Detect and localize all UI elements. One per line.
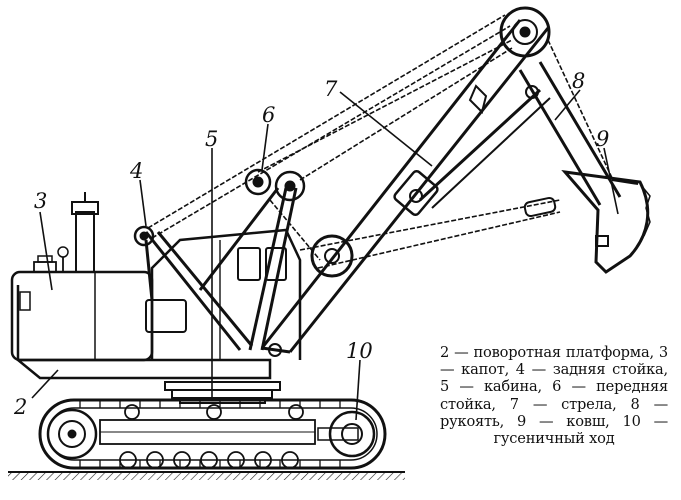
hoist-ropes	[147, 14, 613, 269]
label-4: 4	[129, 159, 143, 183]
label-6: 6	[262, 103, 275, 127]
engine-hood	[10, 192, 154, 362]
crawler-track	[38, 398, 387, 470]
leader-lines	[31, 89, 619, 421]
label-10: 10	[346, 339, 373, 363]
label-9: 9	[596, 127, 609, 151]
label-2: 2	[13, 395, 27, 419]
label-5: 5	[205, 127, 218, 151]
caption-text: 2 — поворотная платформа, 3 — капот, 4 —…	[440, 344, 668, 448]
label-7: 7	[324, 77, 338, 101]
rope-turnbuckle	[523, 196, 557, 218]
figure-caption: 2 — поворотная платформа, 3 — капот, 4 —…	[440, 344, 668, 447]
rear-a-frame	[133, 225, 254, 351]
bucket	[561, 169, 651, 274]
turntable-platform	[14, 285, 272, 380]
front-stay	[198, 168, 306, 351]
ground	[8, 471, 405, 480]
slewing-ring	[164, 381, 281, 404]
dipper-handle	[418, 61, 622, 209]
boom	[260, 6, 551, 357]
operator-cab	[145, 228, 302, 360]
label-8: 8	[572, 69, 585, 93]
label-3: 3	[34, 189, 47, 213]
